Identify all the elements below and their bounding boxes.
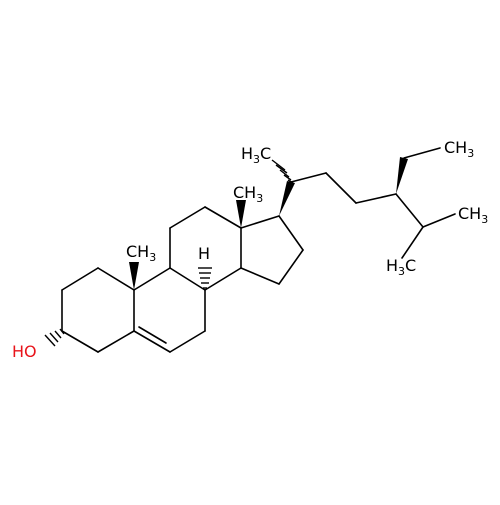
wedge-bond bbox=[236, 200, 246, 228]
hash-line bbox=[279, 169, 290, 178]
wedge-bond bbox=[279, 181, 295, 216]
hash-line bbox=[49, 332, 59, 343]
isopropyl-left-label: H3C bbox=[386, 256, 416, 278]
stereo-wedges bbox=[129, 200, 246, 290]
hashed-bonds bbox=[44, 159, 294, 347]
bond bbox=[240, 267, 280, 285]
bond bbox=[278, 215, 304, 251]
bond bbox=[401, 226, 424, 259]
bond bbox=[97, 330, 135, 353]
ring-c bbox=[169, 206, 242, 291]
bond bbox=[169, 330, 206, 353]
hash-line bbox=[59, 328, 65, 335]
hash-line bbox=[54, 330, 62, 339]
double-bond bbox=[133, 330, 171, 353]
bond bbox=[395, 193, 424, 228]
bond bbox=[240, 215, 280, 229]
bond bbox=[278, 249, 304, 285]
hash-line bbox=[283, 174, 292, 181]
hash-line bbox=[271, 159, 286, 171]
bond bbox=[61, 267, 99, 291]
bond bbox=[422, 213, 456, 228]
bond bbox=[169, 206, 206, 229]
wedge-bond bbox=[129, 262, 139, 290]
bond bbox=[290, 172, 327, 183]
bond bbox=[61, 330, 99, 353]
bond bbox=[355, 193, 397, 204]
atom-labels: HO CH3 CH3 H H3C CH3 CH3 H3C bbox=[12, 138, 488, 361]
methyl-c20-label: H3C bbox=[241, 144, 271, 166]
ring-a bbox=[61, 267, 135, 353]
ethyl-terminal-label: CH3 bbox=[444, 138, 474, 160]
bond bbox=[133, 267, 171, 291]
bond bbox=[169, 267, 206, 291]
wedge-bond bbox=[396, 157, 408, 194]
methyl-c10-label: CH3 bbox=[126, 242, 156, 264]
hydrogen-c9-label: H bbox=[198, 244, 210, 263]
bond bbox=[204, 267, 242, 291]
hydroxyl-label: HO bbox=[12, 342, 37, 361]
side-chain bbox=[279, 147, 456, 259]
ring-b bbox=[133, 267, 206, 353]
hash-line bbox=[44, 334, 56, 347]
isopropyl-right-label: CH3 bbox=[458, 204, 488, 226]
hash-line bbox=[275, 164, 288, 174]
bond bbox=[204, 206, 242, 229]
hash-line bbox=[287, 179, 294, 184]
double-bond-inner bbox=[138, 326, 167, 344]
methyl-c13-label: CH3 bbox=[233, 183, 263, 205]
ring-d bbox=[240, 215, 304, 285]
bond bbox=[97, 267, 135, 291]
bond bbox=[403, 147, 441, 159]
bond bbox=[325, 172, 357, 204]
